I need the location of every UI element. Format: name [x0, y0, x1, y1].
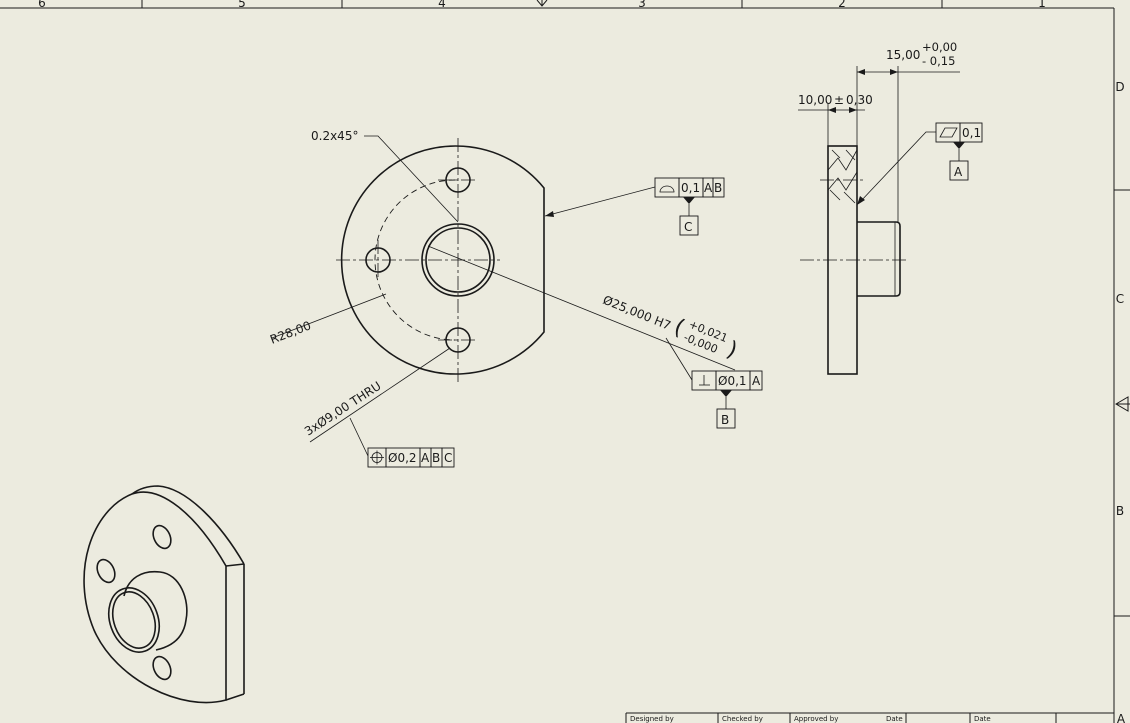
- hole-note: 3xØ9,00 THRU: [302, 379, 384, 439]
- thickness-tol: 0,30: [846, 93, 873, 107]
- datum-a: A: [954, 165, 963, 179]
- iso-hole-2: [96, 558, 116, 584]
- profile-ref-b: B: [714, 181, 722, 195]
- bore-inner: [425, 227, 491, 293]
- isometric-view: [83, 485, 245, 704]
- position-ref-a: A: [421, 451, 430, 465]
- length-dimension: 15,00: [886, 48, 920, 62]
- hub-side: [857, 221, 901, 297]
- side-view: [800, 145, 906, 375]
- iso-bore-outer: [107, 587, 161, 653]
- chamfer-note: 0.2x45°: [311, 129, 358, 143]
- flatness-tol: 0,1: [962, 126, 981, 140]
- zone-6: 6: [38, 0, 46, 10]
- zone-labels: 6 5 4 3 2 1 D C B A: [38, 0, 1126, 723]
- perpendicular-icon: [699, 375, 710, 386]
- zone-5: 5: [238, 0, 246, 10]
- flatness-fcf: 0,1 A: [857, 122, 983, 205]
- title-block: Designed by Checked by Approved by Date …: [625, 712, 1114, 723]
- iso-back-edge: [225, 563, 245, 701]
- profile-ref-a: A: [704, 181, 713, 195]
- bore-dimension: Ø25,000 H7: [601, 293, 673, 333]
- length-tol-upper: +0,00: [922, 40, 957, 54]
- thickness-pm: ±: [834, 93, 844, 107]
- iso-hole-1: [152, 524, 172, 550]
- datum-b: B: [721, 413, 729, 427]
- perp-ref-a: A: [752, 374, 761, 388]
- radius-dimension: R28,00: [268, 318, 313, 346]
- zone-3: 3: [638, 0, 646, 10]
- approved-by-label: Approved by: [794, 715, 838, 723]
- checked-by-label: Checked by: [722, 715, 763, 723]
- position-ref-c: C: [444, 451, 452, 465]
- date-label-1: Date: [886, 715, 903, 723]
- zone-1: 1: [1038, 0, 1046, 10]
- iso-hub: [123, 570, 188, 651]
- position-icon: [370, 450, 384, 465]
- profile-fcf: 0,1 A B C: [654, 177, 725, 236]
- iso-hole-3: [152, 655, 172, 681]
- zone-4: 4: [438, 0, 446, 10]
- iso-top-edge: [131, 485, 245, 565]
- iso-bore-inner: [111, 591, 157, 649]
- iso-front-face: [83, 491, 227, 704]
- bolt-circle: [374, 179, 456, 341]
- profile-surface-icon: [659, 185, 675, 193]
- zone-d: D: [1115, 80, 1124, 94]
- date-label-2: Date: [974, 715, 991, 723]
- position-fcf: Ø0,2 A B C: [367, 447, 455, 468]
- perp-tol: Ø0,1: [718, 374, 747, 388]
- front-view: [336, 138, 545, 382]
- designed-by-label: Designed by: [630, 715, 674, 723]
- side-dimensions: 15,00 +0,00 - 0,15 10,00 ± 0,30: [798, 40, 960, 222]
- zone-b: B: [1116, 504, 1124, 518]
- breakout-section: [827, 149, 858, 204]
- flange-outline: [340, 145, 545, 375]
- position-tol: Ø0,2: [388, 451, 417, 465]
- position-ref-b: B: [432, 451, 440, 465]
- perpendicularity-fcf: Ø0,1 A B: [665, 337, 763, 429]
- datum-c: C: [684, 220, 692, 234]
- zone-a: A: [1117, 712, 1126, 723]
- thickness-dimension: 10,00: [798, 93, 832, 107]
- length-tol-lower: - 0,15: [922, 54, 955, 68]
- zone-c: C: [1116, 292, 1124, 306]
- flatness-icon: [939, 127, 958, 138]
- profile-tol: 0,1: [681, 181, 700, 195]
- zone-2: 2: [838, 0, 846, 10]
